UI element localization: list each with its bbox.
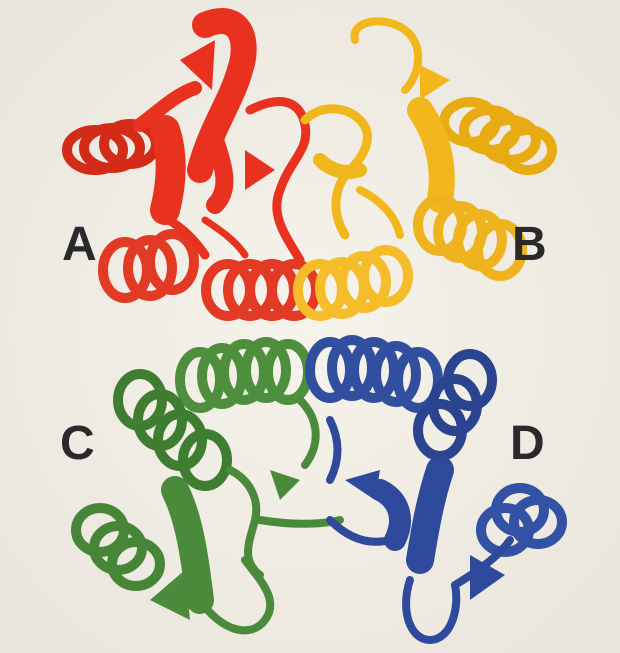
chain-label-c: C — [60, 420, 95, 468]
chain-label-d: D — [510, 420, 545, 468]
chain-label-a: A — [62, 221, 97, 269]
chain-label-b: B — [512, 221, 547, 269]
